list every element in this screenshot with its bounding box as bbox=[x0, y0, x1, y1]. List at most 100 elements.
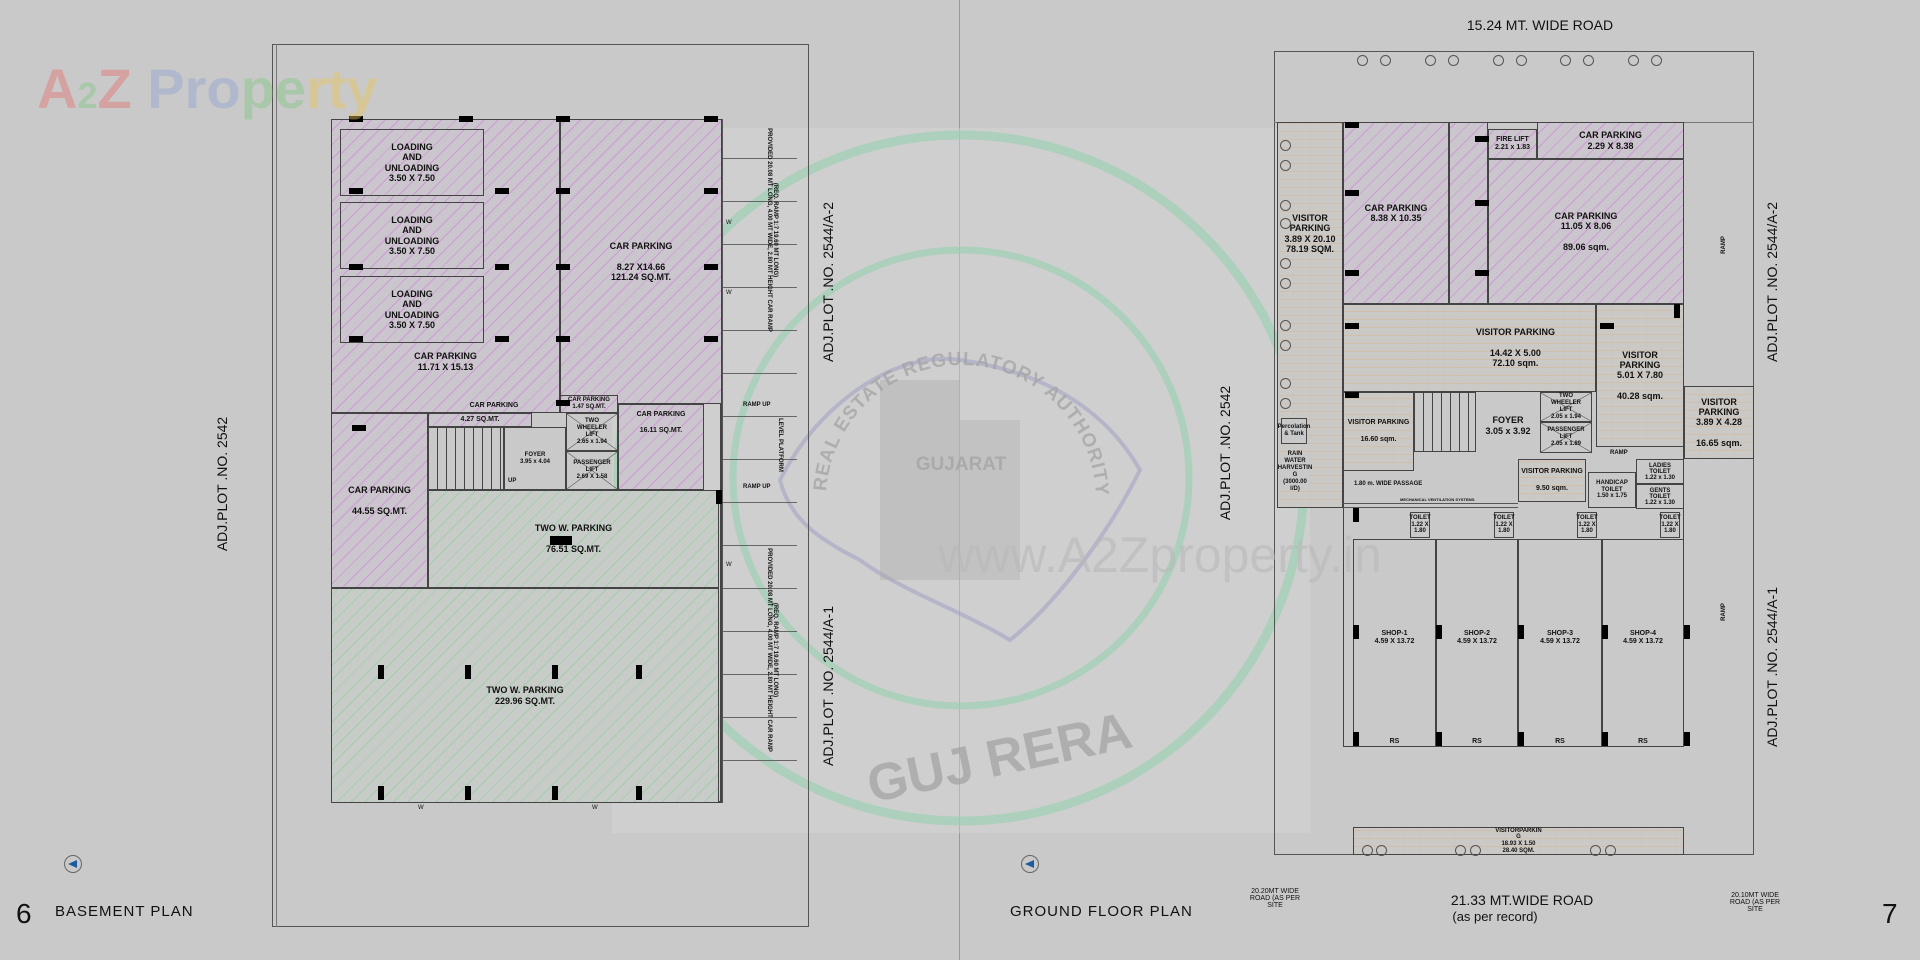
visitor-parking-bottom: VISITORPARKIN G 18.93 X 1.50 28.40 SQM. bbox=[1353, 827, 1684, 855]
page-number-7: 7 bbox=[1882, 898, 1898, 929]
column bbox=[1518, 625, 1524, 639]
column bbox=[465, 786, 471, 800]
basement-adj-plot-right-bottom: ADJ.PLOT .NO. 2544/A-1 bbox=[820, 605, 836, 767]
visitor-parking-far-right: VISITOR PARKING 3.89 X 4.28 16.65 sqm. bbox=[1684, 386, 1754, 459]
column bbox=[1345, 392, 1359, 398]
basement-adj-plot-left: ADJ.PLOT .NO. 2542 bbox=[214, 416, 230, 552]
tree-icon bbox=[1357, 55, 1368, 66]
column bbox=[1684, 732, 1690, 746]
tree-icon bbox=[1280, 218, 1291, 229]
wall-mark: W bbox=[726, 220, 732, 226]
ramp-label: RAMP bbox=[1610, 450, 1628, 456]
column bbox=[1353, 732, 1359, 746]
column bbox=[349, 188, 363, 194]
car-parking-right: CAR PARKING 8.27 X14.66 121.24 SQ.MT. bbox=[560, 119, 722, 404]
stair-up-label: UP bbox=[508, 478, 517, 484]
building-icon bbox=[880, 380, 960, 580]
tree-icon bbox=[1280, 320, 1291, 331]
wall-mark: W bbox=[592, 805, 598, 811]
column bbox=[495, 188, 509, 194]
toilet: TOILET 1.22 X 1.80 bbox=[1659, 512, 1681, 538]
column bbox=[465, 665, 471, 679]
toilet: TOILET 1.22 X 1.80 bbox=[1576, 512, 1598, 538]
basement-plan-title: BASEMENT PLAN bbox=[55, 903, 194, 920]
column bbox=[550, 536, 572, 545]
handicap-toilet: HANDICAP TOILET 1.50 x 1.75 bbox=[1588, 472, 1636, 508]
rolling-shutter-label: RS bbox=[1472, 737, 1482, 745]
two-wheeler-parking-1: TWO W. PARKING 76.51 SQ.MT. bbox=[428, 490, 719, 588]
toilet: TOILET 1.22 X 1.80 bbox=[1409, 512, 1431, 538]
building-icon bbox=[960, 420, 1020, 580]
tree-icon bbox=[1516, 55, 1527, 66]
rolling-shutter-label: RS bbox=[1638, 737, 1648, 745]
column bbox=[1475, 136, 1489, 142]
column bbox=[1602, 732, 1608, 746]
tree-icon bbox=[1280, 378, 1291, 389]
tree-icon bbox=[1628, 55, 1639, 66]
north-compass-icon bbox=[64, 855, 82, 873]
foyer: FOYER 3.95 x 4.04 bbox=[504, 427, 566, 490]
road-top-label: 15.24 MT. WIDE ROAD bbox=[1466, 17, 1614, 33]
ground-adj-plot-right-bottom: ADJ.PLOT .NO. 2544/A-1 bbox=[1764, 586, 1780, 748]
road-left-note: 20.20MT WIDE ROAD (AS PER SITE bbox=[1249, 888, 1301, 909]
column bbox=[495, 264, 509, 270]
car-parking-strip-label: CAR PARKING bbox=[469, 402, 519, 410]
tree-icon bbox=[1455, 845, 1466, 856]
mech-vent-label: MECHANICAL VENTILATION SYSTEMS bbox=[1400, 497, 1475, 502]
column bbox=[636, 786, 642, 800]
column bbox=[378, 665, 384, 679]
tree-icon bbox=[1280, 140, 1291, 151]
north-compass-icon bbox=[1021, 855, 1039, 873]
tree-icon bbox=[1362, 845, 1373, 856]
fire-lift: FIRE LIFT 2.21 x 1.83 bbox=[1488, 129, 1537, 159]
loading-bay-2: LOADING AND UNLOADING 3.50 X 7.50 bbox=[340, 202, 484, 269]
column bbox=[1353, 625, 1359, 639]
staircase bbox=[428, 427, 504, 490]
column bbox=[1475, 200, 1489, 206]
road-bottom-note: (as per record) bbox=[1452, 909, 1538, 924]
column bbox=[636, 665, 642, 679]
tree-icon bbox=[1280, 160, 1291, 171]
tree-icon bbox=[1425, 55, 1436, 66]
page-divider bbox=[959, 0, 960, 960]
column bbox=[556, 400, 570, 406]
column bbox=[349, 116, 363, 122]
column bbox=[716, 490, 722, 504]
column bbox=[1345, 323, 1359, 329]
column bbox=[704, 264, 718, 270]
tree-icon bbox=[1470, 845, 1481, 856]
ramp-label: RAMP bbox=[1721, 236, 1727, 254]
tree-icon bbox=[1493, 55, 1504, 66]
basement-plot-boundary bbox=[272, 44, 809, 927]
column bbox=[556, 336, 570, 342]
tree-icon bbox=[1590, 845, 1601, 856]
ramp-up-label-2: RAMP UP bbox=[743, 484, 771, 490]
column bbox=[1518, 732, 1524, 746]
ground-floor-plan-title: GROUND FLOOR PLAN bbox=[1010, 903, 1193, 920]
road-right-note: 20.10MT WIDE ROAD (AS PER SITE bbox=[1729, 892, 1781, 913]
column bbox=[349, 264, 363, 270]
gujarat-map-outline bbox=[777, 356, 1143, 643]
column bbox=[552, 786, 558, 800]
column bbox=[349, 336, 363, 342]
loading-bay-3: LOADING AND UNLOADING 3.50 X 7.50 bbox=[340, 276, 484, 343]
loading-bay-1: LOADING AND UNLOADING 3.50 X 7.50 bbox=[340, 129, 484, 196]
car-parking-1: CAR PARKING 8.38 X 10.35 bbox=[1343, 122, 1449, 304]
passenger-lift-label: PASSENGER LIFT 2.69 X 1.58 bbox=[573, 460, 611, 480]
tree-icon bbox=[1280, 278, 1291, 289]
column bbox=[1602, 625, 1608, 639]
tree-icon bbox=[1560, 55, 1571, 66]
car-parking-left: CAR PARKING 44.55 SQ.MT. bbox=[331, 413, 428, 588]
ramp-up-label-1: RAMP UP bbox=[743, 402, 771, 408]
car-parking-3: CAR PARKING 11.05 X 8.06 89.06 sqm. bbox=[1488, 159, 1684, 304]
column bbox=[1345, 190, 1359, 196]
rain-water-harvesting: RAIN WATER HARVESTIN G (3000.00 l/D) bbox=[1277, 451, 1313, 492]
column bbox=[1684, 625, 1690, 639]
passenger-lift bbox=[566, 451, 618, 490]
column bbox=[556, 188, 570, 194]
column bbox=[1353, 508, 1359, 522]
